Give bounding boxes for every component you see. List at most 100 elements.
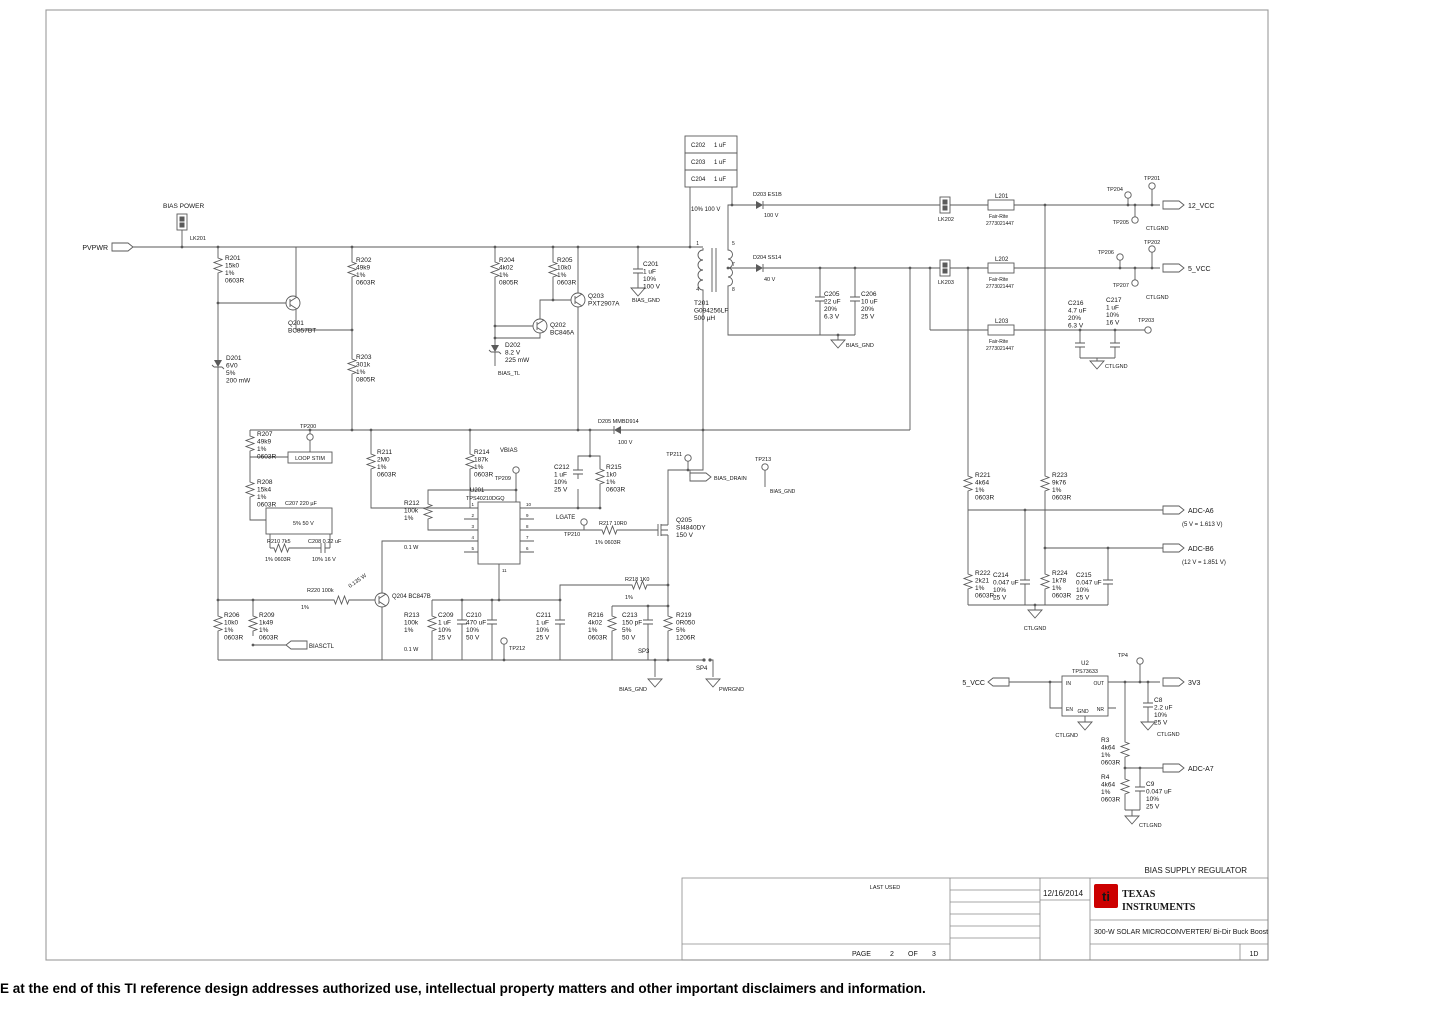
resistor-R210 (269, 543, 295, 553)
capacitor-C207-box (265, 507, 333, 535)
label-C204: C204 (691, 177, 706, 183)
net-label-adc-a6: ADC-A6 (1188, 508, 1214, 515)
value-C204: 1 uF (714, 177, 726, 183)
resistor-R3 (1120, 737, 1130, 763)
ctlgnd-label-adc: CTLGND (1024, 626, 1047, 632)
wires-controller (218, 429, 910, 677)
net-label-adc-b6: ADC-B6 (1188, 546, 1214, 553)
wires (133, 187, 1163, 816)
ground-ctlgnd-c8 (1140, 721, 1156, 731)
mfr-L203: Fair-Rite (989, 339, 1008, 345)
brand-texas: TEXAS (1122, 889, 1156, 900)
label-TP205: TP205 (1113, 220, 1129, 226)
net-tag-12vcc (1162, 200, 1185, 210)
symbols (111, 135, 1185, 825)
note-adc-b6: (12 V = 1.851 V) (1182, 560, 1226, 566)
part-U201: TPS40210DGQ (466, 496, 505, 502)
resistor-R204 (490, 257, 500, 283)
resistor-R223 (1040, 471, 1050, 497)
brand-instruments: INSTRUMENTS (1122, 902, 1196, 913)
last-used-label: LAST USED (870, 885, 900, 891)
spec-C208: 10% 16 V (312, 557, 336, 563)
ctlgnd-label-u2: CTLGND (1055, 733, 1078, 739)
ti-logo-monogram: ti (1102, 889, 1110, 904)
value-C203: 1 uF (714, 160, 726, 166)
net-tag-bias-drain (689, 472, 712, 482)
capacitor-C211 (554, 614, 566, 630)
design-title: 300-W SOLAR MICROCONVERTER/ Bi-Dir Buck … (1094, 929, 1268, 936)
resistor-R215 (595, 464, 605, 490)
resistor-R206 (213, 611, 223, 637)
label-L203: L203 (995, 319, 1009, 325)
u201-pin-1: 1 (471, 502, 474, 507)
loop-stim-box (287, 451, 333, 464)
testpoint-TP213 (761, 463, 769, 471)
resistor-R203 (347, 354, 357, 380)
label-LK201: LK201 (190, 236, 206, 242)
u201-pin-2: 2 (471, 513, 474, 518)
spec-R218: 1% (625, 595, 633, 601)
gnd-label-pwrgnd: PWRGND (719, 687, 744, 693)
mosfet-Q205 (654, 523, 669, 537)
resistor-R209 (248, 611, 258, 637)
transformer-windings (697, 248, 733, 292)
u2-pin-gnd: GND (1077, 709, 1089, 715)
t201-pin-7: 7 (732, 262, 735, 268)
net-label-12vcc: 12_VCC (1188, 203, 1214, 210)
net-label-bias-drain: BIAS_DRAIN (714, 476, 747, 482)
resistor-R4 (1120, 774, 1130, 800)
capacitor-C217 (1109, 337, 1121, 353)
label-R217: R217 10R0 (599, 521, 627, 527)
ctlgnd-label-l203: CTLGND (1105, 364, 1128, 370)
ground-ctlgnd-r4 (1124, 815, 1140, 825)
testpoint-TP205 (1131, 216, 1139, 224)
title-block-grid (682, 878, 1268, 960)
net-label-adc-a7: ADC-A7 (1188, 766, 1214, 773)
ctlgnd-label-r4: CTLGND (1139, 823, 1162, 829)
junction-dots (180, 203, 1154, 770)
net-label-bias-tl: BIAS_TL (498, 371, 520, 377)
wires-rail-testpoints (1119, 189, 1153, 280)
resistor-R216 (607, 611, 617, 637)
diode-D203 (751, 200, 768, 210)
ic-U201-box (477, 501, 521, 565)
capacitor-C214 (1019, 574, 1031, 590)
ground-bias-gnd-rail (647, 678, 663, 688)
label-TP204: TP204 (1107, 187, 1123, 193)
resistor-R205 (548, 257, 558, 283)
label-U201: U201 (470, 488, 485, 494)
testpoint-TP209 (512, 466, 520, 474)
pn-L202: 2773021447 (986, 284, 1014, 290)
label-D205: D205 MMBD914 (598, 419, 639, 425)
pn-L201: 2773021447 (986, 221, 1014, 227)
testpoint-TP203 (1144, 326, 1152, 334)
resistor-R217 (597, 525, 623, 535)
title-block: BIAS SUPPLY REGULATOR LAST USED 12/16/20… (681, 866, 1269, 961)
wires-feeds (909, 205, 1046, 472)
part-U2: TPS73633 (1072, 669, 1098, 675)
net-tag-biasctl (285, 640, 308, 650)
label-R218: R218 1K0 (625, 577, 649, 583)
label-C202: C202 (691, 143, 706, 149)
rating-D203: 100 V (764, 213, 779, 219)
title-block-date: 12/16/2014 (1043, 889, 1084, 898)
net-label-sp4: SP4 (696, 666, 708, 672)
transistor-Q202 (532, 318, 548, 334)
